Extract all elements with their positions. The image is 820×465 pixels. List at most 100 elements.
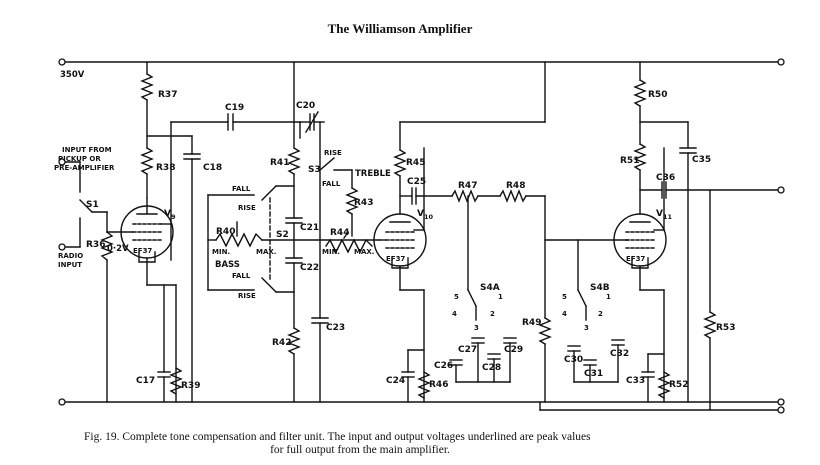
label-c20: C20 [296, 101, 315, 111]
label-v11: V11 [656, 209, 672, 221]
label-c32: C32 [610, 349, 629, 359]
label-s4a: S4A [480, 283, 500, 293]
label-s4b: S4B [590, 283, 610, 293]
label-c33: C33 [626, 376, 645, 386]
s4b-position-3: 3 [584, 324, 589, 332]
input-pickup-label-1: INPUT FROM [62, 146, 112, 154]
label-c17: C17 [136, 376, 155, 386]
label-c27: C27 [458, 345, 477, 355]
switch-s1 [79, 199, 93, 213]
resistor-r41 [287, 147, 301, 175]
input-pickup-label-3: PRE-AMPLIFIER [54, 164, 115, 172]
label-r42: R42 [272, 338, 291, 348]
bass-fall-label: FALL [232, 185, 251, 193]
resistor-r36 [100, 231, 114, 261]
label-c28: C28 [482, 363, 501, 373]
bass-label: BASS [215, 260, 240, 270]
bass-fall-label-lower: FALL [232, 272, 251, 280]
label-c36: C36 [656, 173, 675, 183]
resistor-r44 [325, 238, 373, 254]
v9-type-label: EF37 [133, 247, 152, 255]
radio-input-terminal [58, 243, 66, 251]
label-r52: R52 [669, 380, 688, 390]
label-r40: R40 [216, 227, 235, 237]
output-terminal [777, 186, 785, 194]
treble-max-label: MAX. [354, 248, 374, 256]
input-pickup-label-2: PICKUP OR [58, 155, 101, 163]
resistor-r49 [538, 317, 552, 345]
resistor-r43 [345, 187, 359, 215]
treble-fall-label: FALL [322, 180, 341, 188]
switch-s3 [319, 157, 335, 171]
label-c25: C25 [407, 177, 426, 187]
label-c29: C29 [504, 345, 523, 355]
resistor-r48 [499, 189, 527, 203]
resistor-r40 [215, 232, 263, 248]
resistor-r38 [140, 147, 154, 175]
resistor-r47 [451, 189, 479, 203]
bass-max-label: MAX. [256, 248, 276, 256]
label-r51: R51 [620, 156, 639, 166]
treble-label: TREBLE [355, 169, 391, 179]
pickup-input-terminal [58, 158, 66, 166]
label-r44: R44 [330, 228, 349, 238]
bass-rise-label-lower: RISE [238, 292, 256, 300]
label-c23: C23 [326, 323, 345, 333]
label-v10: V10 [417, 209, 433, 221]
resistor-r37 [140, 73, 154, 101]
label-s2: S2 [276, 230, 289, 240]
label-r45: R45 [406, 158, 425, 168]
label-c21: C21 [300, 223, 319, 233]
label-r43: R43 [354, 198, 373, 208]
label-c24: C24 [386, 376, 405, 386]
resistor-r53 [703, 311, 717, 339]
resistor-r51 [633, 143, 647, 171]
figure-caption-line-2: for full output from the main amplifier. [270, 444, 450, 456]
switch-s2-lower [261, 277, 277, 293]
s4b-position-2: 2 [598, 310, 603, 318]
label-r48: R48 [506, 181, 525, 191]
figure-caption-line-1: Fig. 19. Complete tone compensation and … [84, 431, 591, 443]
resistor-r45 [393, 149, 407, 177]
label-r41: R41 [270, 158, 289, 168]
label-r38: R38 [156, 163, 175, 173]
switch-s2-upper [261, 185, 277, 201]
label-r36: R36 [86, 240, 105, 250]
v10-type-label: EF37 [386, 255, 405, 263]
label-r46: R46 [429, 380, 448, 390]
bass-min-label: MIN. [212, 248, 230, 256]
s4b-position-1: 1 [606, 293, 611, 301]
v11-type-label: EF37 [626, 255, 645, 263]
label-r47: R47 [458, 181, 477, 191]
resistor-r46 [417, 371, 431, 399]
label-c26: C26 [434, 361, 453, 371]
resistor-r52 [657, 371, 671, 399]
bass-rise-label: RISE [238, 204, 256, 212]
s4a-position-5: 5 [454, 293, 459, 301]
s4a-position-2: 2 [490, 310, 495, 318]
label-r50: R50 [648, 90, 667, 100]
treble-min-label: MIN. [322, 248, 340, 256]
s4b-position-4: 4 [562, 310, 567, 318]
label-c35: C35 [692, 155, 711, 165]
label-s3: S3 [308, 165, 321, 175]
s4a-position-4: 4 [452, 310, 457, 318]
resistor-r39 [169, 367, 183, 395]
label-s1: S1 [86, 200, 99, 210]
treble-rise-label: RISE [324, 149, 342, 157]
label-v9: V9 [164, 209, 176, 221]
resistor-r50 [633, 79, 647, 107]
label-c22: C22 [300, 263, 319, 273]
label-r53: R53 [716, 323, 735, 333]
page-title: The Williamson Amplifier [327, 21, 473, 36]
label-c18: C18 [203, 163, 222, 173]
supply-voltage-label: 350V [60, 70, 85, 80]
switch-s4a [467, 289, 477, 307]
s4a-position-1: 1 [498, 293, 503, 301]
input-voltage-label: 0·2V [107, 244, 129, 254]
switch-s4b [577, 289, 587, 307]
radio-input-label-2: INPUT [58, 261, 82, 269]
label-r49: R49 [522, 318, 541, 328]
label-r39: R39 [181, 381, 200, 391]
